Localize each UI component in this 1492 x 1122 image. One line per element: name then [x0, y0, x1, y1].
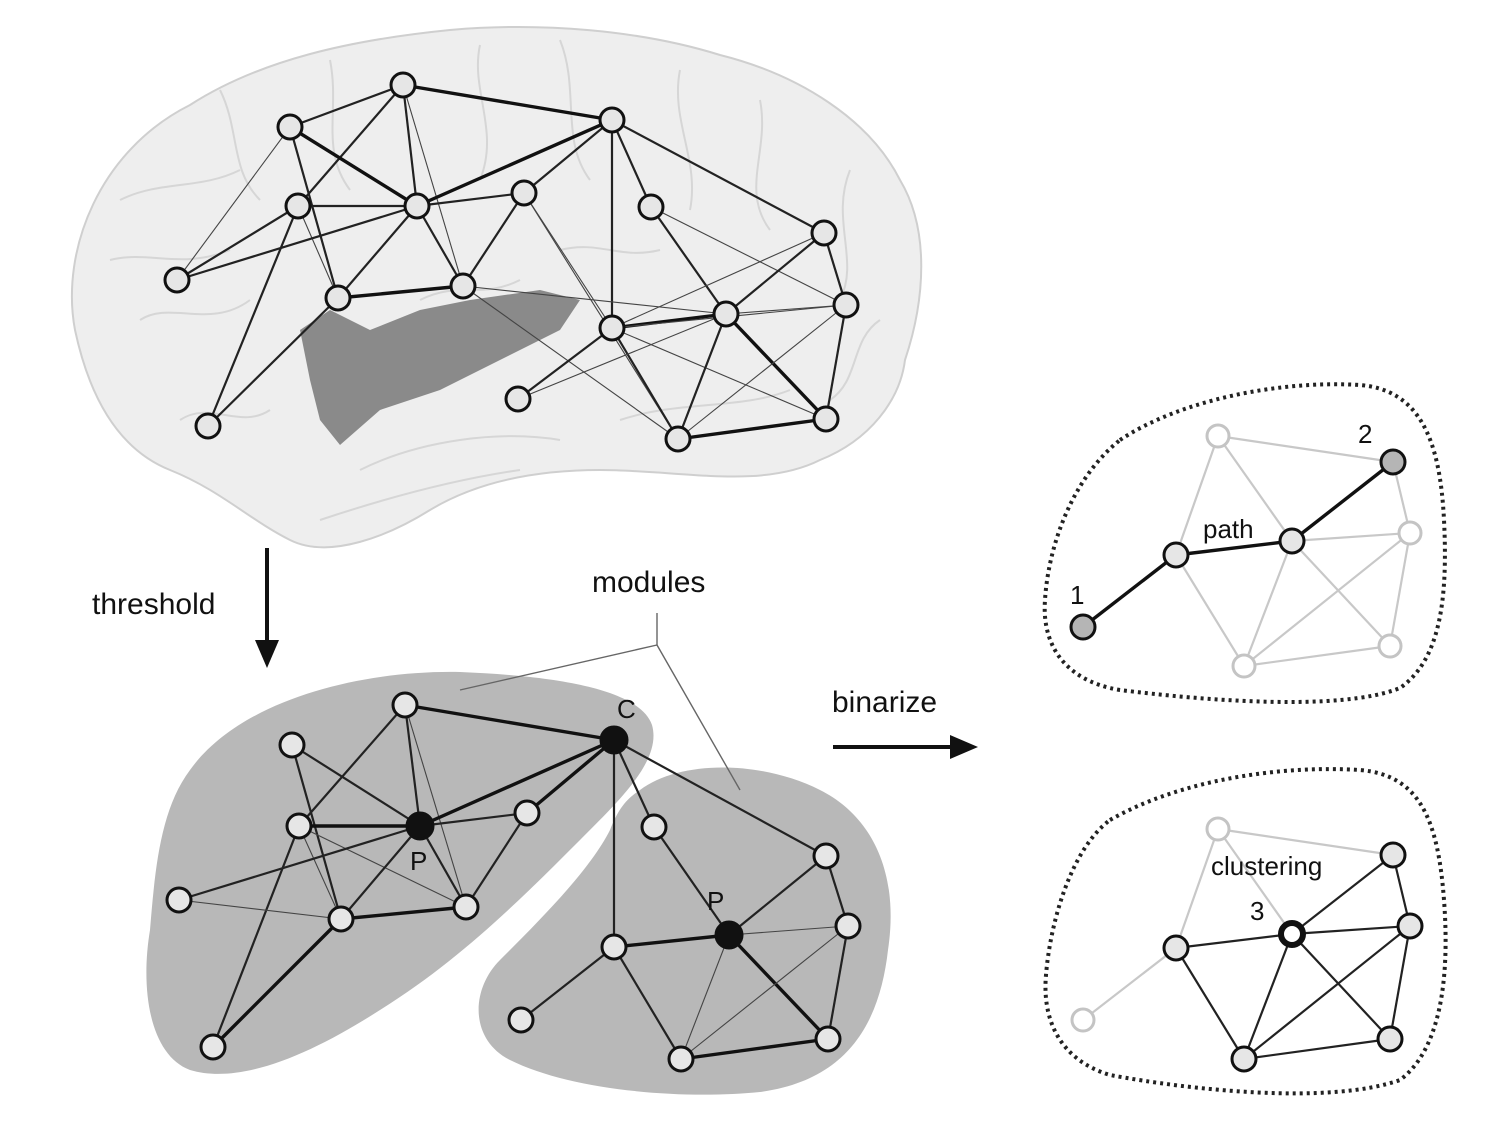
provincial-hub-label-left: P: [410, 846, 427, 876]
module-right: [478, 767, 891, 1095]
network-node: [812, 842, 840, 870]
cluster-neighbor-node: [1396, 912, 1424, 940]
network-node: [1070, 1007, 1096, 1033]
network-node: [285, 812, 313, 840]
network-node: [814, 1025, 842, 1053]
network-node: [712, 300, 740, 328]
network-node: [163, 266, 191, 294]
brain-network-edges: [176, 83, 848, 441]
modules-label: modules: [592, 566, 705, 599]
network-node: [832, 291, 860, 319]
cluster-neighbor-node: [1379, 841, 1407, 869]
network-node: [389, 71, 417, 99]
cluster-neighbor-node: [1376, 1025, 1404, 1053]
path-panel-path-edges: [1081, 460, 1395, 629]
threshold-label: threshold: [92, 588, 215, 621]
binarize-arrow: [833, 735, 978, 759]
network-node: [510, 179, 538, 207]
path-node: [1278, 527, 1306, 555]
module-network-edges: [178, 703, 850, 1061]
clustering-panel: clustering 3: [1043, 767, 1448, 1096]
network-node: [284, 192, 312, 220]
network-node: [812, 405, 840, 433]
network-node: [276, 113, 304, 141]
connector-hub-node: [599, 725, 629, 755]
clustering-label: clustering: [1211, 851, 1322, 881]
network-node: [664, 425, 692, 453]
network-node: [327, 905, 355, 933]
network-node: [391, 691, 419, 719]
network-node: [449, 272, 477, 300]
sylvian-region: [300, 290, 580, 445]
network-node: [834, 912, 862, 940]
threshold-arrow: [255, 548, 279, 668]
network-node: [810, 219, 838, 247]
network-node: [165, 886, 193, 914]
path-node: [1162, 541, 1190, 569]
path-end-node: [1379, 448, 1407, 476]
brain-surface: [71, 26, 923, 549]
network-node: [1205, 816, 1231, 842]
network-node: [513, 799, 541, 827]
path-panel-faint-edges: [1174, 434, 1412, 668]
network-node: [598, 106, 626, 134]
path-label: path: [1203, 514, 1254, 544]
provincial-hub-node-right: [714, 920, 744, 950]
path-start-node: [1069, 613, 1097, 641]
cluster-neighbor-node: [1230, 1045, 1258, 1073]
network-node: [504, 385, 532, 413]
modules-callout-lines: [459, 613, 741, 791]
clustering-panel-faint-edges: [1082, 827, 1394, 1021]
brain-network-nodes: [163, 71, 860, 453]
network-node: [452, 893, 480, 921]
network-node: [667, 1045, 695, 1073]
provincial-hub-label-right: P: [707, 886, 724, 916]
clustering-panel-outline: [1043, 767, 1448, 1096]
binarize-label: binarize: [832, 686, 937, 719]
network-node: [640, 813, 668, 841]
clustering-node-label: 3: [1250, 896, 1264, 926]
path-start-label: 1: [1070, 580, 1084, 610]
network-node: [194, 412, 222, 440]
clustering-panel-edges: [1175, 854, 1412, 1061]
network-node: [199, 1033, 227, 1061]
network-node: [1231, 653, 1257, 679]
module-network-nodes: [165, 691, 862, 1073]
network-node: [1397, 520, 1423, 546]
path-end-label: 2: [1358, 419, 1372, 449]
network-node: [598, 314, 626, 342]
clustering-focus-node: [1278, 920, 1306, 948]
network-node: [403, 192, 431, 220]
network-node: [1205, 423, 1231, 449]
cluster-neighbor-node: [1162, 934, 1190, 962]
provincial-hub-node-left: [405, 811, 435, 841]
network-node: [278, 731, 306, 759]
path-panel: path 1 2: [1042, 382, 1447, 704]
network-node: [1377, 633, 1403, 659]
connector-hub-label: C: [617, 694, 636, 724]
network-node: [600, 933, 628, 961]
module-left: [146, 671, 654, 1074]
network-node: [324, 284, 352, 312]
network-node: [507, 1006, 535, 1034]
module-regions: [146, 671, 891, 1095]
network-node: [637, 193, 665, 221]
